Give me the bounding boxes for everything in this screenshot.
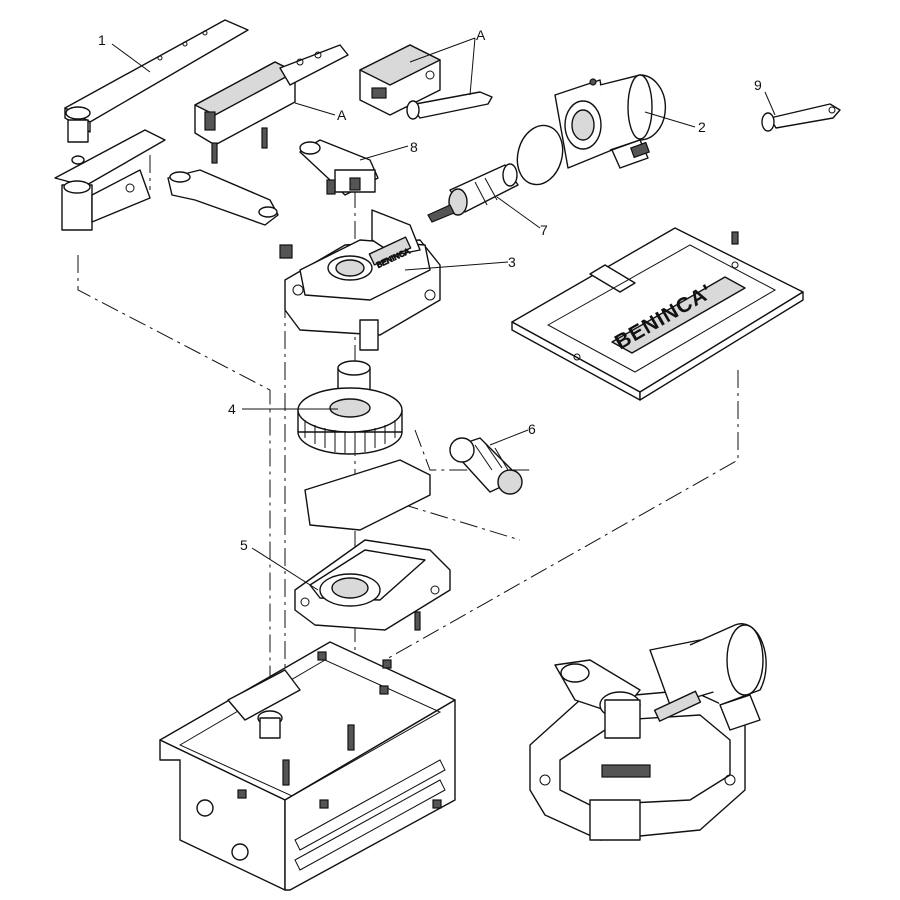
callout-8: 8	[410, 139, 418, 155]
part-1-lever-arm	[54, 19, 249, 231]
callout-a-left: A	[337, 107, 347, 123]
callout-6: 6	[528, 421, 536, 437]
gasket	[516, 124, 564, 186]
cover-plate: BENINCA'	[511, 227, 804, 401]
part-2-motor	[554, 74, 667, 169]
assembled-operator	[529, 623, 767, 841]
part-a-release-lock	[194, 44, 349, 164]
callout-a-top: A	[476, 27, 486, 43]
part-9-key	[761, 103, 841, 132]
gear-teeth	[304, 420, 396, 453]
callout-2: 2	[698, 119, 706, 135]
callout-7: 7	[540, 222, 548, 238]
callout-1: 1	[98, 32, 106, 48]
part-4-gear	[297, 360, 403, 455]
part-3-gearbox-cover: BENINCA	[279, 209, 441, 351]
callout-5: 5	[240, 537, 248, 553]
callout-3: 3	[508, 254, 516, 270]
part-6-worm-roller	[449, 437, 523, 495]
callout-9: 9	[754, 77, 762, 93]
flat-gasket	[304, 459, 431, 531]
callout-4: 4	[228, 401, 236, 417]
part-5-gearbox-base	[294, 539, 451, 631]
leader-lines	[111, 37, 776, 591]
part-a-lock-key	[359, 44, 493, 120]
part-7-worm-screw	[427, 163, 519, 223]
callout-labels: 1 2 3 4 5 6 7 8 9 A A	[98, 27, 762, 553]
connecting-rod	[167, 169, 279, 226]
foundation-box	[159, 641, 456, 891]
part-8-output-arm	[299, 139, 379, 196]
